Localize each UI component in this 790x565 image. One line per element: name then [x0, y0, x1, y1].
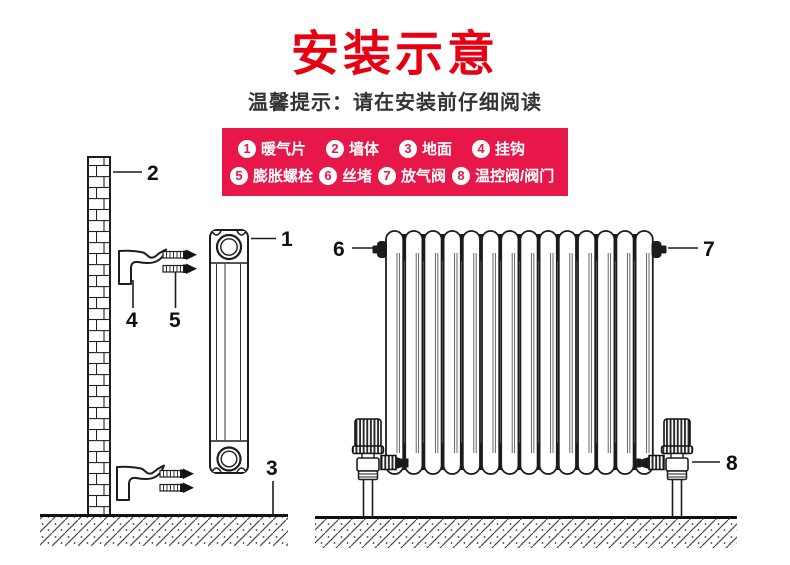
legend-item-air-valve: 7 放气阀	[378, 165, 446, 186]
ground-right	[315, 516, 737, 548]
legend-num-8-icon: 8	[452, 166, 471, 185]
callout-4: 4	[126, 309, 138, 332]
callout-3: 3	[266, 457, 278, 480]
callout-8: 8	[726, 452, 738, 475]
radiator-column	[385, 230, 405, 475]
wall-hook-top	[118, 248, 167, 285]
legend-item-hook: 4 挂钩	[472, 138, 525, 159]
legend-num-4-icon: 4	[472, 139, 491, 158]
radiator-column	[634, 230, 654, 475]
radiator-section	[209, 229, 249, 474]
callout-6: 6	[333, 238, 345, 261]
legend-item-ground: 3 地面	[399, 138, 452, 159]
legend-num-2-icon: 2	[326, 139, 345, 158]
legend-row-1: 1 暖气片 2 墙体 3 地面 4 挂钩	[230, 138, 560, 159]
plug-left	[372, 241, 387, 258]
radiator-column	[596, 230, 616, 475]
radiator-assembly	[385, 230, 654, 475]
callout-5: 5	[169, 309, 181, 332]
radiator-column	[481, 230, 501, 475]
legend-label: 放气阀	[401, 168, 447, 185]
legend-row-2: 5 膨胀螺栓 6 丝堵 7 放气阀 8 温控阀/阀门	[230, 165, 560, 186]
legend-item-plug: 6 丝堵	[319, 165, 372, 186]
radiator-column	[519, 230, 539, 475]
wall-hook-bottom	[116, 464, 165, 501]
legend-label: 地面	[422, 141, 453, 158]
legend-label: 丝堵	[342, 168, 373, 185]
air-release-valve-right	[651, 241, 667, 258]
legend-item-thermo-valve: 8 温控阀/阀门	[452, 165, 554, 186]
legend-label: 挂钩	[495, 141, 526, 158]
installation-diagram: 1 2 3 4 5 6 7 8	[40, 156, 738, 548]
legend-item-wall: 2 墙体	[326, 138, 379, 159]
radiator-column	[423, 230, 443, 475]
legend-label: 膨胀螺栓	[253, 168, 314, 185]
radiator-column	[500, 230, 520, 475]
callout-lines	[113, 171, 720, 514]
radiator-column	[461, 230, 481, 475]
radiator-column	[404, 230, 424, 475]
radiator-column	[557, 230, 577, 475]
legend-num-1-icon: 1	[238, 139, 256, 158]
brick-wall	[87, 156, 111, 517]
callout-1: 1	[281, 228, 293, 251]
legend-num-5-icon: 5	[230, 166, 248, 185]
page-title: 安装示意	[290, 28, 499, 81]
legend-num-6-icon: 6	[319, 166, 338, 185]
expansion-bolts-top	[163, 250, 197, 275]
legend-label: 温控阀/阀门	[475, 168, 555, 185]
legend-item-expansion-bolt: 5 膨胀螺栓	[230, 165, 313, 186]
radiator-column	[442, 230, 462, 475]
callout-7: 7	[703, 238, 715, 261]
expansion-bolts-bottom	[160, 469, 194, 494]
legend-label: 暖气片	[261, 141, 307, 158]
legend-box: 1 暖气片 2 墙体 3 地面 4 挂钩 5 膨胀螺栓 6 丝堵 7 放气阀 8	[222, 128, 568, 196]
legend-num-3-icon: 3	[399, 139, 418, 158]
radiator-column	[577, 230, 597, 475]
radiator-column	[538, 230, 558, 475]
legend-num-7-icon: 7	[378, 166, 397, 185]
ground-left	[40, 514, 288, 546]
callout-2: 2	[147, 162, 159, 185]
radiator-column	[615, 230, 635, 475]
subtitle-warm-tip: 温馨提示：请在安装前仔细阅读	[248, 92, 542, 114]
legend-label: 墙体	[349, 141, 380, 158]
legend-item-radiator: 1 暖气片	[238, 138, 306, 159]
